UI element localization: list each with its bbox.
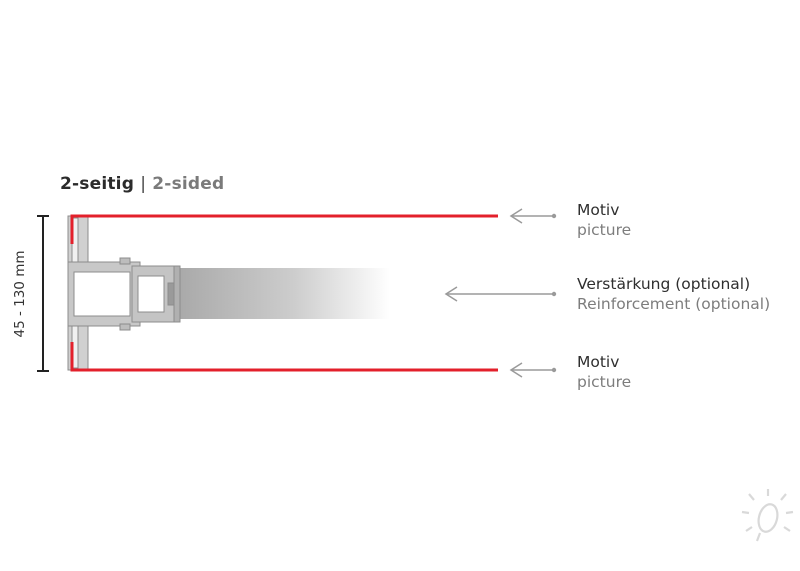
title-separator: | <box>140 174 147 194</box>
arrow-left-icon <box>444 286 557 302</box>
picture-frames <box>70 214 498 372</box>
arrow-left-icon <box>509 208 557 224</box>
label-german: Motiv <box>577 353 620 371</box>
top-picture-line <box>70 214 498 244</box>
label-english: picture <box>577 221 632 239</box>
label-german: Verstärkung (optional) <box>577 275 751 293</box>
title-german: 2-seitig <box>60 174 135 194</box>
title-english: 2-sided <box>152 174 225 194</box>
label-german: Motiv <box>577 201 620 219</box>
label-reinforcement: Verstärkung (optional) Reinforcement (op… <box>577 274 770 314</box>
label-motiv-bottom: Motiv picture <box>577 352 631 392</box>
label-english: picture <box>577 373 632 391</box>
label-motiv-top: Motiv picture <box>577 200 631 240</box>
light-bulb-logo-icon <box>741 489 794 542</box>
dimension-line <box>37 215 49 372</box>
aluminium-profile <box>67 215 181 371</box>
arrow-left-icon <box>509 362 557 378</box>
bottom-picture-line <box>70 342 498 372</box>
diagram-title: 2-seitig | 2-sided <box>60 174 224 194</box>
reinforcement-panel <box>178 268 390 319</box>
label-english: Reinforcement (optional) <box>577 295 771 313</box>
